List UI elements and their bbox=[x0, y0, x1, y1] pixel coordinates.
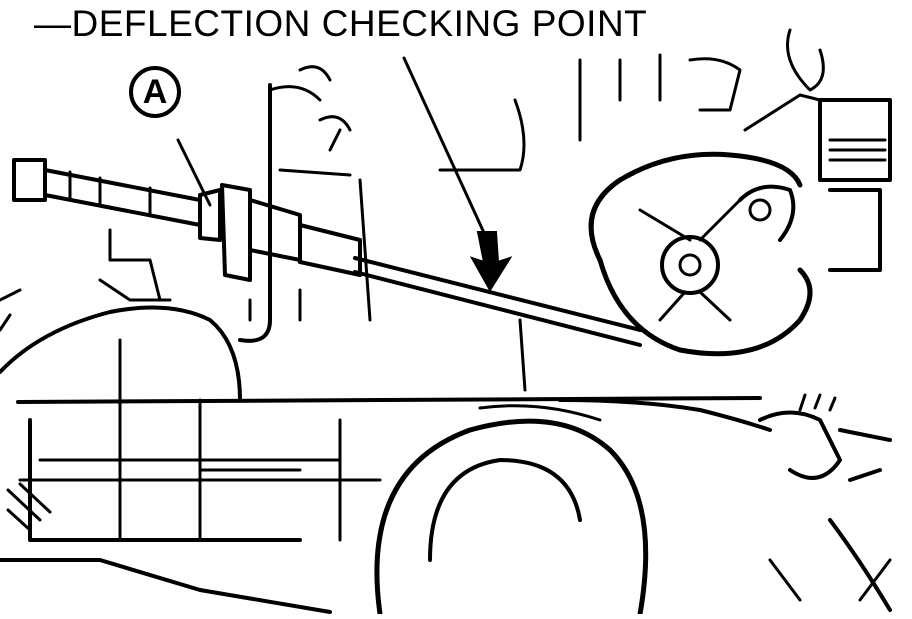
right-pulley bbox=[588, 151, 813, 357]
pointer-leader bbox=[402, 56, 487, 237]
deflection-arrow bbox=[469, 231, 513, 292]
adjusting-bolt bbox=[0, 158, 362, 332]
engine-block bbox=[0, 305, 762, 614]
diagram-title: —DEFLECTION CHECKING POINT bbox=[34, 3, 648, 44]
bracket bbox=[238, 65, 527, 392]
pump-body bbox=[578, 28, 892, 272]
drive-belt bbox=[353, 256, 642, 347]
lower-pulley bbox=[374, 404, 649, 617]
callout-marker-a: A bbox=[129, 66, 181, 118]
callout-leader bbox=[176, 138, 212, 207]
hose bbox=[558, 393, 892, 612]
